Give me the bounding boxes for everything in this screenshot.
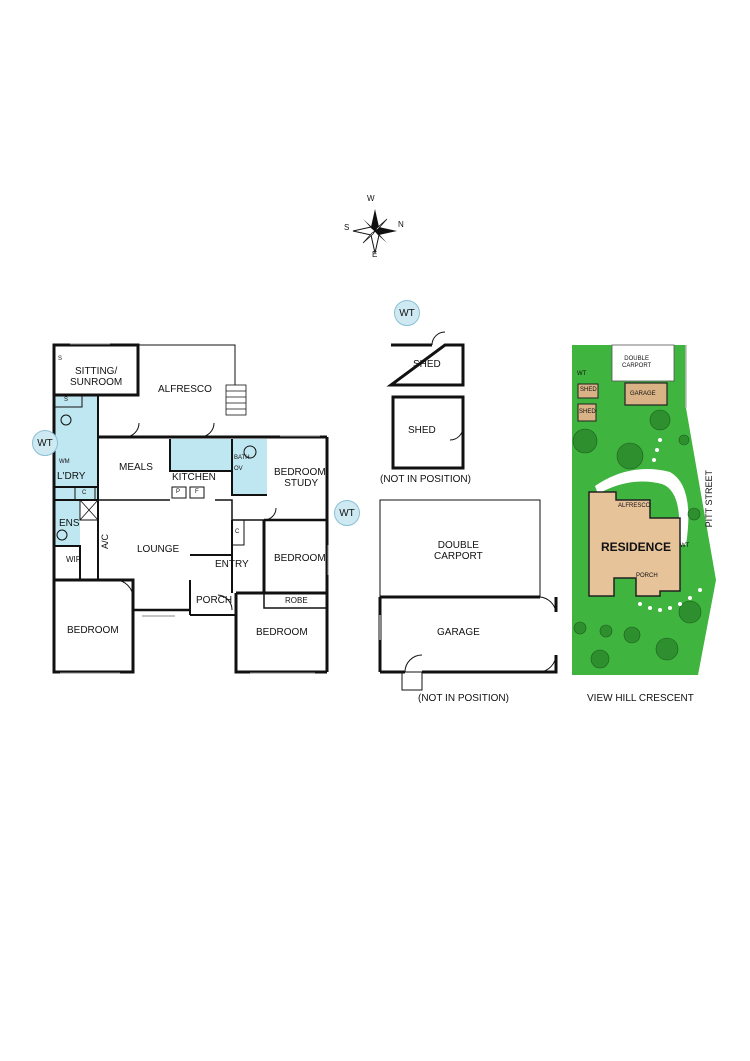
room-label-hall-s: S xyxy=(64,397,69,403)
room-label-ensuite: ENS xyxy=(59,518,80,529)
site-garage-label: GARAGE xyxy=(630,391,656,397)
room-label-bath: BATH xyxy=(234,455,250,461)
room-label-lounge: LOUNGE xyxy=(137,544,180,555)
outbuilding-carport-label: DOUBLE CARPORT xyxy=(434,540,483,562)
laundry-wet-area xyxy=(54,395,98,500)
shed-position-note: (NOT IN POSITION) xyxy=(380,474,471,485)
site-plan xyxy=(572,344,716,675)
site-shed-2-label: SHED xyxy=(579,409,596,415)
site-carport-label: DOUBLE CARPORT xyxy=(622,356,652,369)
compass-east-label: E xyxy=(372,250,378,259)
site-alfresco-label: ALFRESCO xyxy=(618,503,651,509)
outbuilding-garage-label: GARAGE xyxy=(437,627,480,638)
site-shed-2 xyxy=(577,403,597,422)
compass-rose-icon xyxy=(352,209,397,254)
room-label-fridge: F xyxy=(195,489,199,495)
site-water-tank-2-label: WT xyxy=(680,543,690,549)
site-porch-label: PORCH xyxy=(636,573,658,579)
bath-wet-area xyxy=(232,439,267,495)
room-label-sitting-sunroom: SITTING/ SUNROOM xyxy=(70,366,123,388)
room-label-hall-cupboard: C xyxy=(235,529,240,535)
site-water-tank-1-label: WT xyxy=(577,371,587,377)
outbuildings xyxy=(378,331,558,691)
room-label-sitting-s: S xyxy=(58,356,63,362)
site-residence-label: RESIDENCE xyxy=(601,540,672,554)
site-carport xyxy=(611,344,675,382)
room-label-entry: ENTRY xyxy=(215,559,249,570)
compass-north-label: N xyxy=(398,220,404,229)
garage-position-note: (NOT IN POSITION) xyxy=(418,693,509,704)
house-floor-plan xyxy=(52,343,329,674)
shed-1-label: SHED xyxy=(413,359,441,370)
compass-south-label: S xyxy=(344,223,350,232)
shed-2-label: SHED xyxy=(408,425,436,436)
room-label-bedroom-left: BEDROOM xyxy=(67,625,119,636)
room-label-wir: WIR xyxy=(66,555,82,564)
kitchen-wet-area xyxy=(170,439,232,471)
room-label-bedroom-right: BEDROOM xyxy=(256,627,308,638)
room-label-laundry: L'DRY xyxy=(57,471,86,482)
room-label-bedroom-mid: BEDROOM xyxy=(274,553,326,564)
street-name-view-hill: VIEW HILL CRESCENT xyxy=(587,693,694,704)
room-label-porch: PORCH xyxy=(196,595,233,606)
street-name-pitt: PITT STREET xyxy=(704,470,714,528)
site-shed-1 xyxy=(577,383,599,399)
room-label-pantry: P xyxy=(176,489,181,495)
room-label-kitchen: KITCHEN xyxy=(172,472,216,483)
water-tank-left: WT xyxy=(32,430,58,456)
water-tank-outbuilding: WT xyxy=(394,300,420,326)
room-label-meals: MEALS xyxy=(119,462,153,473)
compass-west-label: W xyxy=(367,194,375,203)
room-label-oven: OV xyxy=(234,466,243,472)
room-label-bedroom-study: BEDROOM/ STUDY xyxy=(274,467,329,489)
room-label-air-conditioner: A/C xyxy=(100,534,110,550)
site-garage xyxy=(624,382,668,406)
room-label-alfresco: ALFRESCO xyxy=(158,384,212,395)
water-tank-right: WT xyxy=(334,500,360,526)
site-shed-1-label: SHED xyxy=(580,387,597,393)
room-label-laundry-cupboard: C xyxy=(82,490,87,496)
site-residence xyxy=(588,491,681,597)
room-label-robe: ROBE xyxy=(285,596,308,605)
room-label-washing-machine: WM xyxy=(59,459,70,465)
